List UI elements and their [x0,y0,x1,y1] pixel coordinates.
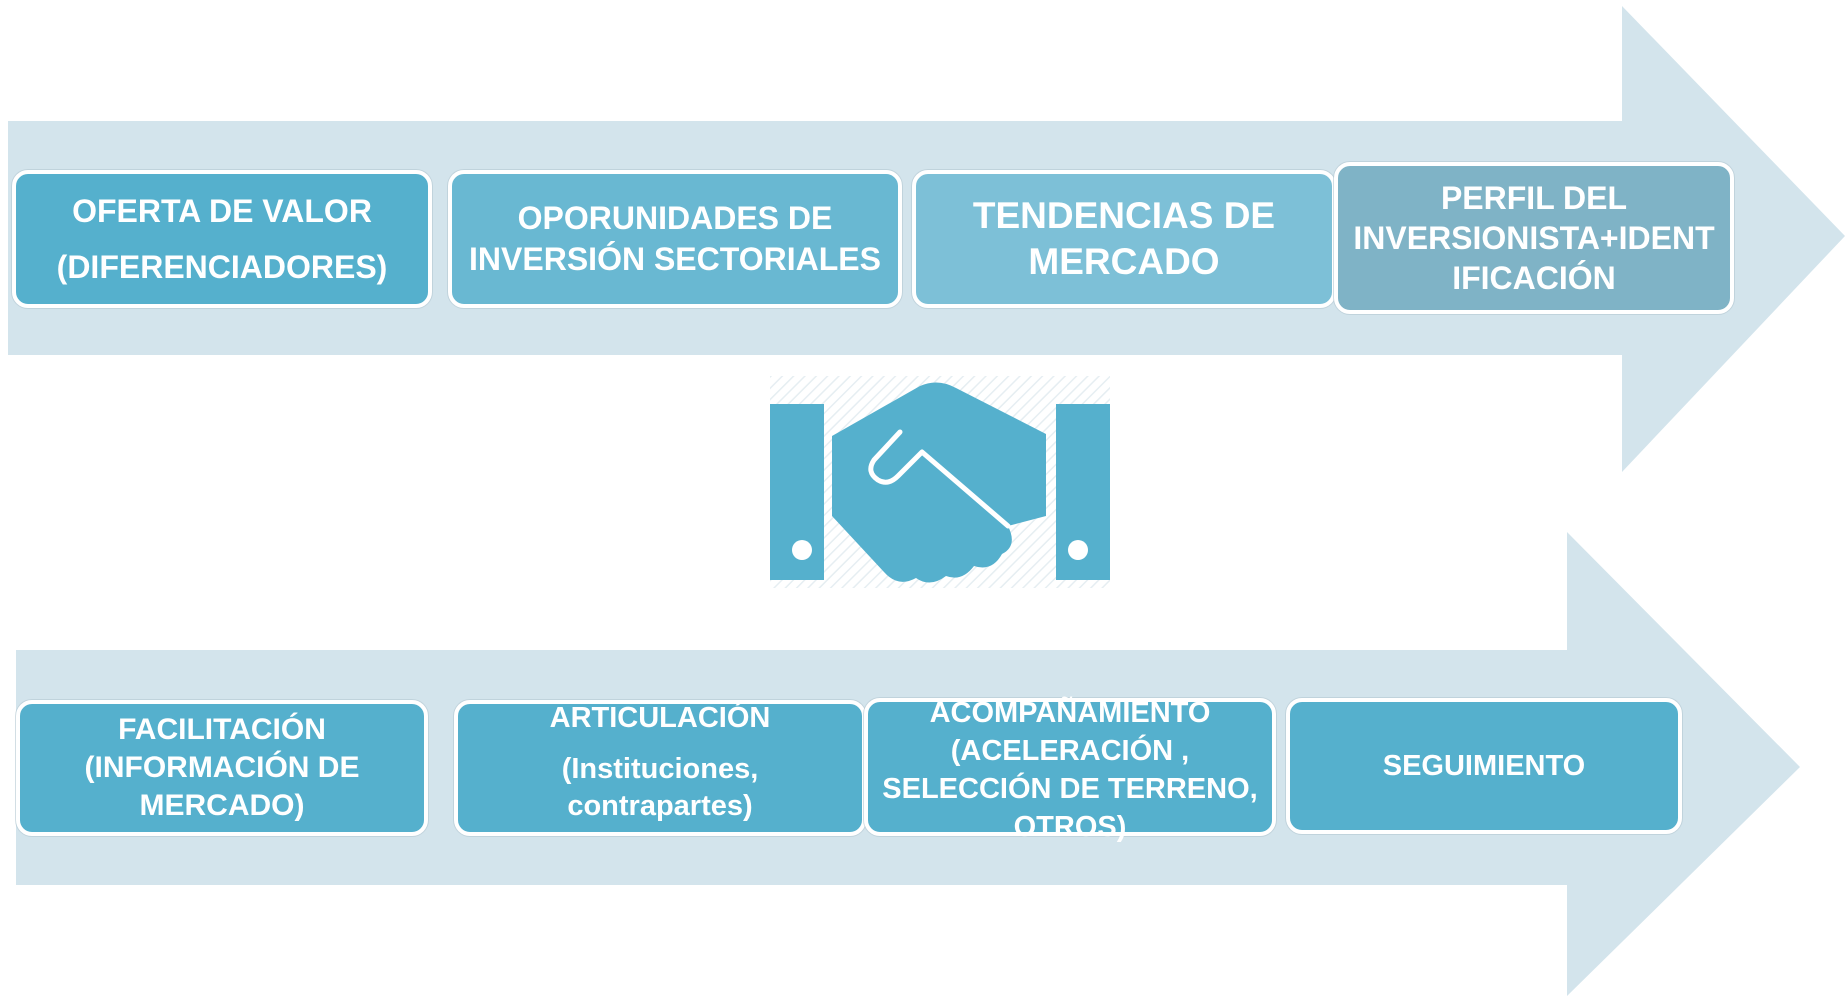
box-facilitacion: FACILITACIÓN (INFORMACIÓN DE MERCADO) [16,700,428,836]
box-line: OPORUNIDADES DE [517,200,833,236]
box-line: IFICACIÓN [1452,260,1616,296]
box-line: contrapartes) [567,790,753,822]
box-line: (ACELERACIÓN , [950,735,1190,767]
box-acompanamiento: ACOMPAÑAMIENTO (ACELERACIÓN , SELECCIÓN … [864,697,1276,843]
box-line: PERFIL DEL [1440,180,1628,216]
box-line: MERCADO [1028,241,1220,282]
box-line: MERCADO) [139,789,305,822]
box-seguimiento: SEGUIMIENTO [1286,698,1682,834]
box-line: FACILITACIÓN [118,713,326,746]
box-line: ARTICULACIÓN [549,702,771,734]
box-line: OTROS) [1013,811,1127,843]
box-articulacion: ARTICULACIÓN (Instituciones, contraparte… [454,700,866,836]
box-oferta-de-valor: OFERTA DE VALOR (DIFERENCIADORES) [12,170,432,308]
box-perfil-del-inversionista: PERFIL DEL INVERSIONISTA+IDENT IFICACIÓN [1334,162,1734,314]
box-line: (Instituciones, [561,753,759,785]
box-line: SELECCIÓN DE TERRENO, [882,773,1258,805]
box-line: (DIFERENCIADORES) [56,249,388,285]
box-line: OFERTA DE VALOR [72,193,372,229]
box-line: ACOMPAÑAMIENTO [929,697,1211,729]
box-tendencias-de-mercado: TENDENCIAS DE MERCADO [912,170,1336,308]
box-line: SEGUIMIENTO [1382,750,1586,782]
box-line: INVERSIONISTA+IDENT [1353,220,1715,256]
box-line: TENDENCIAS DE [972,195,1276,236]
box-line: INVERSIÓN SECTORIALES [469,241,881,277]
box-oportunidades-de-inversion: OPORUNIDADES DE INVERSIÓN SECTORIALES [448,170,902,308]
handshake-icon [770,376,1110,588]
box-line: (INFORMACIÓN DE [84,751,360,784]
